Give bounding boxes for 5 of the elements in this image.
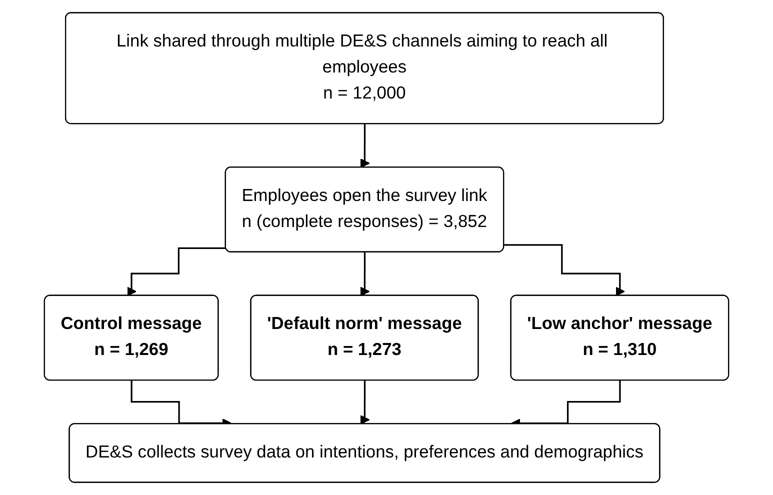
arrow <box>360 380 370 425</box>
arrow <box>360 123 370 168</box>
arrow <box>504 244 625 296</box>
arrow <box>126 247 226 296</box>
arrow <box>360 252 370 296</box>
